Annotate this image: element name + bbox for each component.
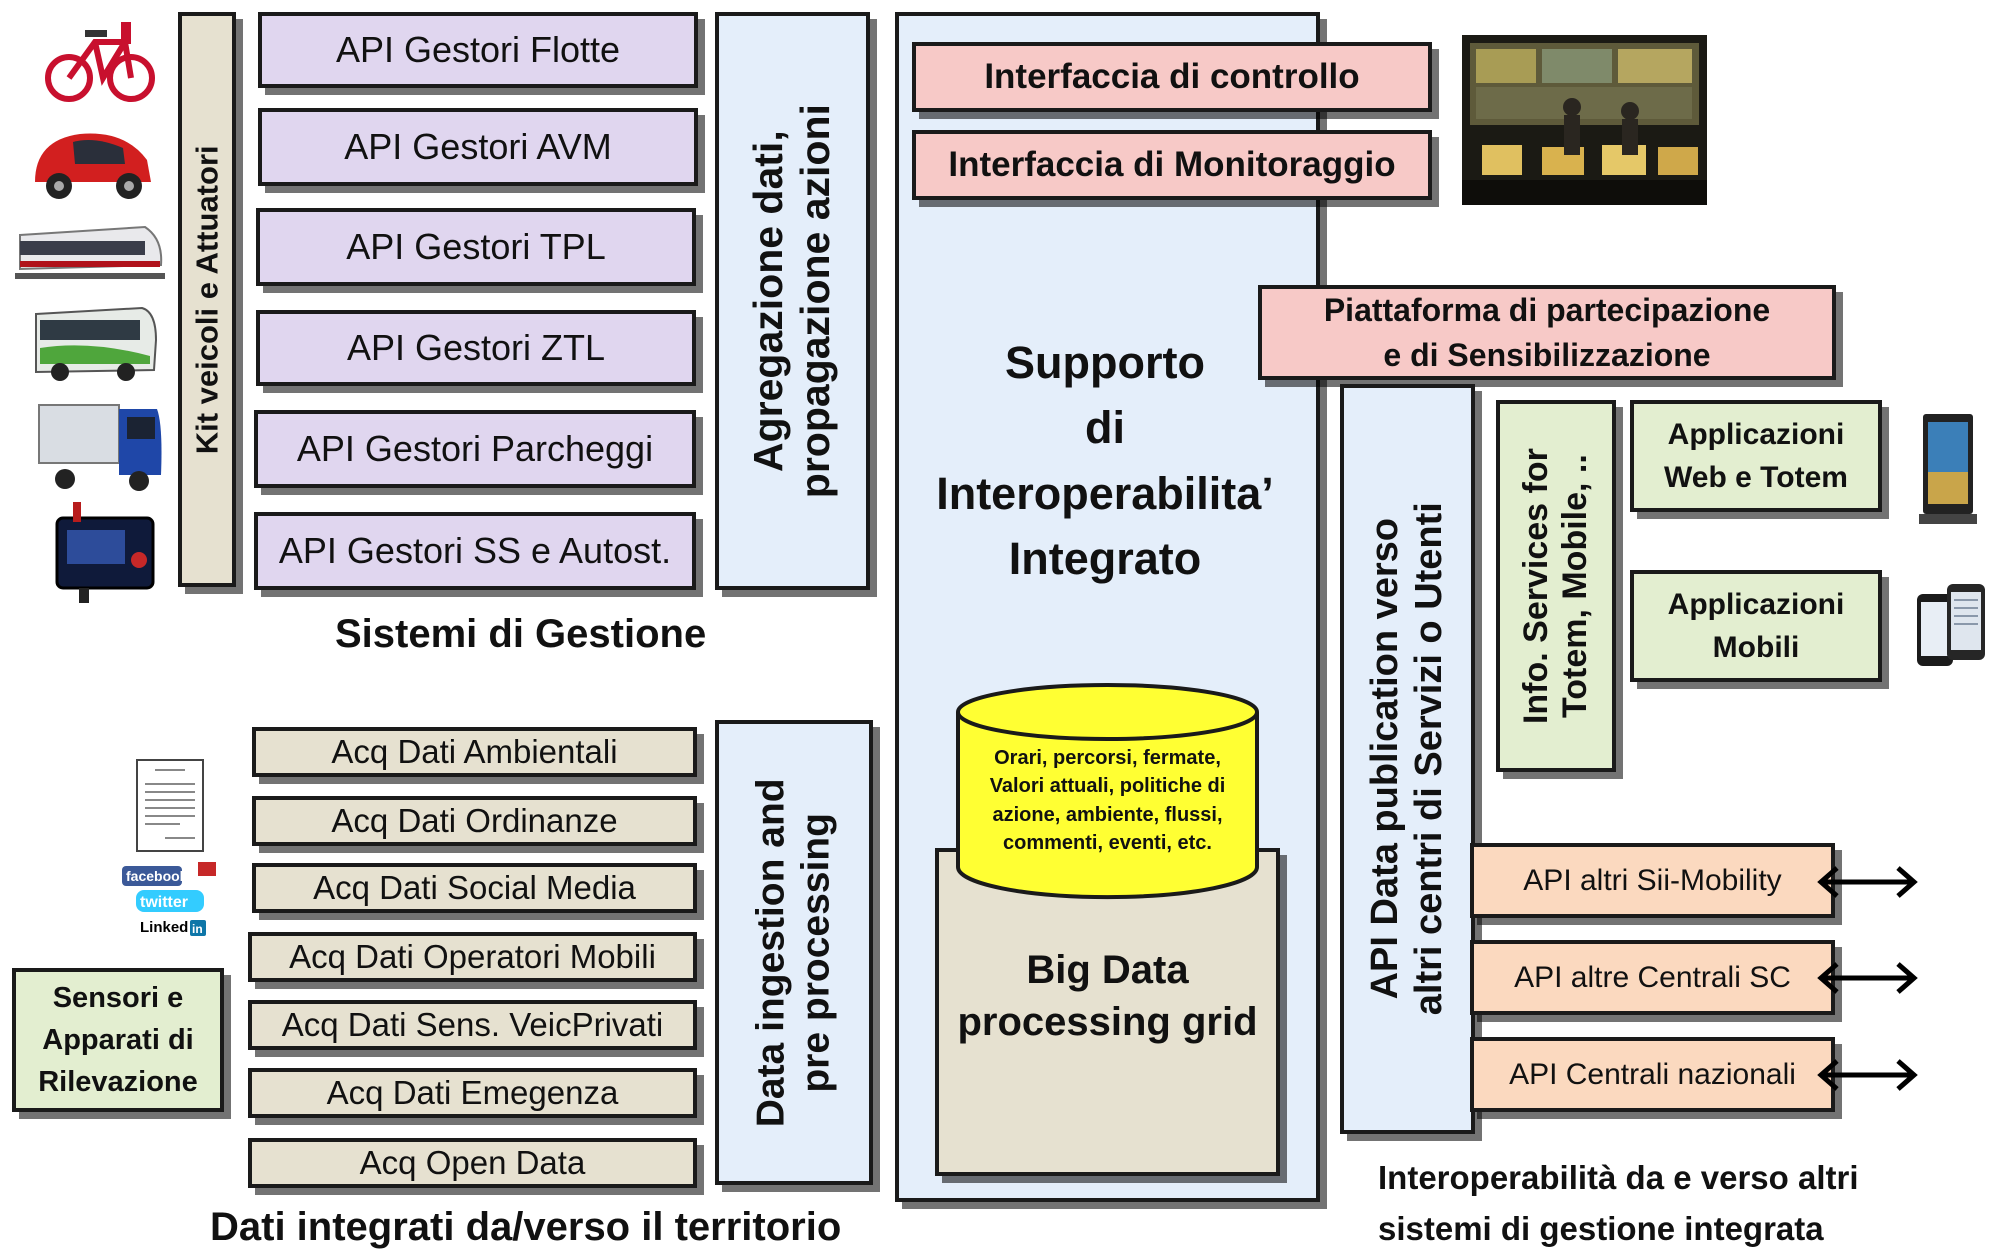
- api-gestori-ztl-label: API Gestori ZTL: [346, 327, 606, 368]
- acq-dati-sens-veicprivati-label: Acq Dati Sens. VeicPrivati: [281, 1006, 664, 1043]
- acq-dati-sens-veicprivati-box: Acq Dati Sens. VeicPrivati: [248, 1000, 697, 1050]
- svg-text:twitter: twitter: [140, 894, 188, 911]
- data-ingestion-line1: Data ingestion and: [749, 778, 793, 1127]
- api-altri-sii-mobility-box: API altri Sii-Mobility: [1470, 843, 1835, 918]
- interoperabilita-caption-line1: Interoperabilità da e verso altri: [1378, 1159, 1859, 1196]
- bus-image: [30, 300, 160, 385]
- svg-text:in: in: [192, 922, 203, 936]
- db-line4: commenti, eventi, etc.: [1003, 832, 1212, 855]
- big-data-line1: Big Data: [1026, 948, 1189, 992]
- supporto-title-line2: di: [1085, 402, 1125, 454]
- api-gestori-avm-label: API Gestori AVM: [344, 126, 612, 167]
- sensori-line1: Sensori e: [52, 981, 184, 1014]
- piattaforma-partecipazione-box: Piattaforma di partecipazione e di Sensi…: [1258, 285, 1836, 380]
- supporto-title-line3: Interoperabilita’: [936, 467, 1274, 519]
- applicazioni-web-totem-box: Applicazioni Web e Totem: [1630, 400, 1882, 512]
- acq-dati-social-media-box: Acq Dati Social Media: [252, 863, 697, 913]
- aggregazione-dati-line2: propagazione azioni: [792, 103, 839, 499]
- aggregazione-dati-box: Agregazione dati, propagazione azioni: [715, 12, 870, 590]
- acq-dati-ordinanze-box: Acq Dati Ordinanze: [252, 796, 697, 846]
- electric-car-image: [25, 120, 160, 205]
- api-gestori-ss-autost-box: API Gestori SS e Autost.: [254, 512, 696, 590]
- acq-open-data-label: Acq Open Data: [359, 1144, 586, 1181]
- interfaccia-monitoraggio-box: Interfaccia di Monitoraggio: [912, 130, 1432, 200]
- info-services-line1: Info. Services for: [1516, 448, 1555, 724]
- on-board-unit-image: [45, 500, 160, 605]
- api-gestori-ss-autost-label: API Gestori SS e Autost.: [278, 530, 672, 571]
- acq-dati-emegenza-box: Acq Dati Emegenza: [248, 1068, 697, 1118]
- acq-dati-operatori-mobili-label: Acq Dati Operatori Mobili: [289, 938, 656, 975]
- api-gestori-flotte-box: API Gestori Flotte: [258, 12, 698, 88]
- kit-veicoli-attuatori-box: Kit veicoli e Attuatori: [178, 12, 236, 587]
- db-line2: Valori attuali, politiche di: [989, 775, 1226, 798]
- api-data-publication-box: API Data publication verso altri centri …: [1340, 384, 1475, 1134]
- aggregazione-dati-line1: Agregazione dati,: [745, 130, 792, 472]
- smartphones-image: [1915, 582, 1987, 672]
- double-arrow-icon: [1815, 958, 1920, 998]
- acq-dati-social-media-label: Acq Dati Social Media: [313, 869, 636, 906]
- double-arrow-icon: [1815, 862, 1920, 902]
- api-gestori-avm-box: API Gestori AVM: [258, 108, 698, 186]
- data-ingestion-box: Data ingestion and pre processing: [715, 720, 873, 1185]
- acq-dati-ambientali-box: Acq Dati Ambientali: [252, 727, 697, 777]
- acq-dati-emegenza-label: Acq Dati Emegenza: [326, 1074, 619, 1111]
- api-gestori-parcheggi-box: API Gestori Parcheggi: [254, 410, 696, 488]
- api-altre-centrali-sc-label: API altre Centrali SC: [1514, 960, 1791, 994]
- big-data-grid-box: Big Data processing grid: [935, 848, 1280, 1176]
- api-data-publication-line1: API Data publication verso: [1363, 518, 1406, 1000]
- db-line3: azione, ambiente, flussi,: [992, 803, 1223, 826]
- bicycle-image: [45, 12, 155, 107]
- big-data-line2: processing grid: [957, 1000, 1258, 1044]
- interoperabilita-caption-line2: sistemi di gestione integrata: [1378, 1210, 1824, 1248]
- applicazioni-mobili-box: Applicazioni Mobili: [1630, 570, 1882, 682]
- api-gestori-ztl-box: API Gestori ZTL: [256, 310, 696, 386]
- applicazioni-mobili-line1: Applicazioni: [1667, 587, 1845, 621]
- piattaforma-line1: Piattaforma di partecipazione: [1323, 291, 1771, 328]
- db-line1: Orari, percorsi, fermate,: [994, 747, 1221, 769]
- acq-dati-ambientali-label: Acq Dati Ambientali: [331, 733, 618, 770]
- api-gestori-parcheggi-label: API Gestori Parcheggi: [296, 428, 654, 469]
- api-centrali-nazionali-box: API Centrali nazionali: [1470, 1037, 1835, 1112]
- api-gestori-tpl-box: API Gestori TPL: [256, 208, 696, 286]
- document-image: [135, 758, 205, 853]
- interfaccia-controllo-label: Interfaccia di controllo: [984, 57, 1360, 96]
- supporto-title-line1: Supporto: [1005, 337, 1205, 388]
- kit-veicoli-attuatori-label: Kit veicoli e Attuatori: [189, 145, 225, 454]
- acq-dati-operatori-mobili-box: Acq Dati Operatori Mobili: [248, 932, 697, 982]
- supporto-title-line4: Integrato: [1008, 532, 1202, 584]
- info-services-box: Info. Services for Totem, Mobile, ..: [1496, 400, 1616, 772]
- api-gestori-tpl-label: API Gestori TPL: [346, 226, 606, 267]
- api-data-publication-line2: altri centri di Servizi o Utenti: [1407, 502, 1450, 1016]
- sensori-line3: Rilevazione: [38, 1066, 198, 1099]
- svg-text:facebook: facebook: [126, 868, 188, 884]
- piattaforma-line2: e di Sensibilizzazione: [1383, 336, 1711, 373]
- acq-open-data-box: Acq Open Data: [248, 1138, 697, 1188]
- info-services-line2: Totem, Mobile, ..: [1556, 454, 1594, 718]
- data-ingestion-line2: pre processing: [794, 812, 837, 1093]
- acq-dati-ordinanze-label: Acq Dati Ordinanze: [331, 802, 618, 839]
- double-arrow-icon: [1815, 1055, 1920, 1095]
- api-centrali-nazionali-label: API Centrali nazionali: [1509, 1057, 1796, 1091]
- dati-integrati-caption: Dati integrati da/verso il territorio: [210, 1205, 842, 1249]
- api-altri-sii-mobility-label: API altri Sii-Mobility: [1523, 863, 1782, 897]
- sensori-line2: Apparati di: [42, 1023, 194, 1056]
- interfaccia-monitoraggio-label: Interfaccia di Monitoraggio: [948, 145, 1396, 184]
- applicazioni-web-line2: Web e Totem: [1664, 461, 1848, 494]
- api-altre-centrali-sc-box: API altre Centrali SC: [1470, 940, 1835, 1015]
- sistemi-di-gestione-caption: Sistemi di Gestione: [335, 612, 707, 656]
- sensori-apparati-box: Sensori e Apparati di Rilevazione: [12, 968, 224, 1112]
- tram-image: [15, 215, 165, 285]
- supporto-title: Supporto di Interoperabilita’ Integrato: [900, 330, 1310, 591]
- applicazioni-web-line1: Applicazioni: [1667, 417, 1845, 451]
- applicazioni-mobili-line2: Mobili: [1712, 631, 1800, 664]
- totem-image: [1915, 412, 1980, 527]
- control-room-photo: [1462, 35, 1707, 205]
- database-cylinder: Orari, percorsi, fermate, Valori attuali…: [955, 682, 1260, 900]
- interoperabilita-caption: Interoperabilità da e verso altri sistem…: [1378, 1152, 1859, 1254]
- truck-image: [35, 395, 165, 495]
- social-media-logos-image: facebook twitter Linked in: [118, 860, 218, 940]
- svg-text:Linked: Linked: [140, 919, 188, 936]
- interfaccia-controllo-box: Interfaccia di controllo: [912, 42, 1432, 112]
- api-gestori-flotte-label: API Gestori Flotte: [335, 29, 621, 70]
